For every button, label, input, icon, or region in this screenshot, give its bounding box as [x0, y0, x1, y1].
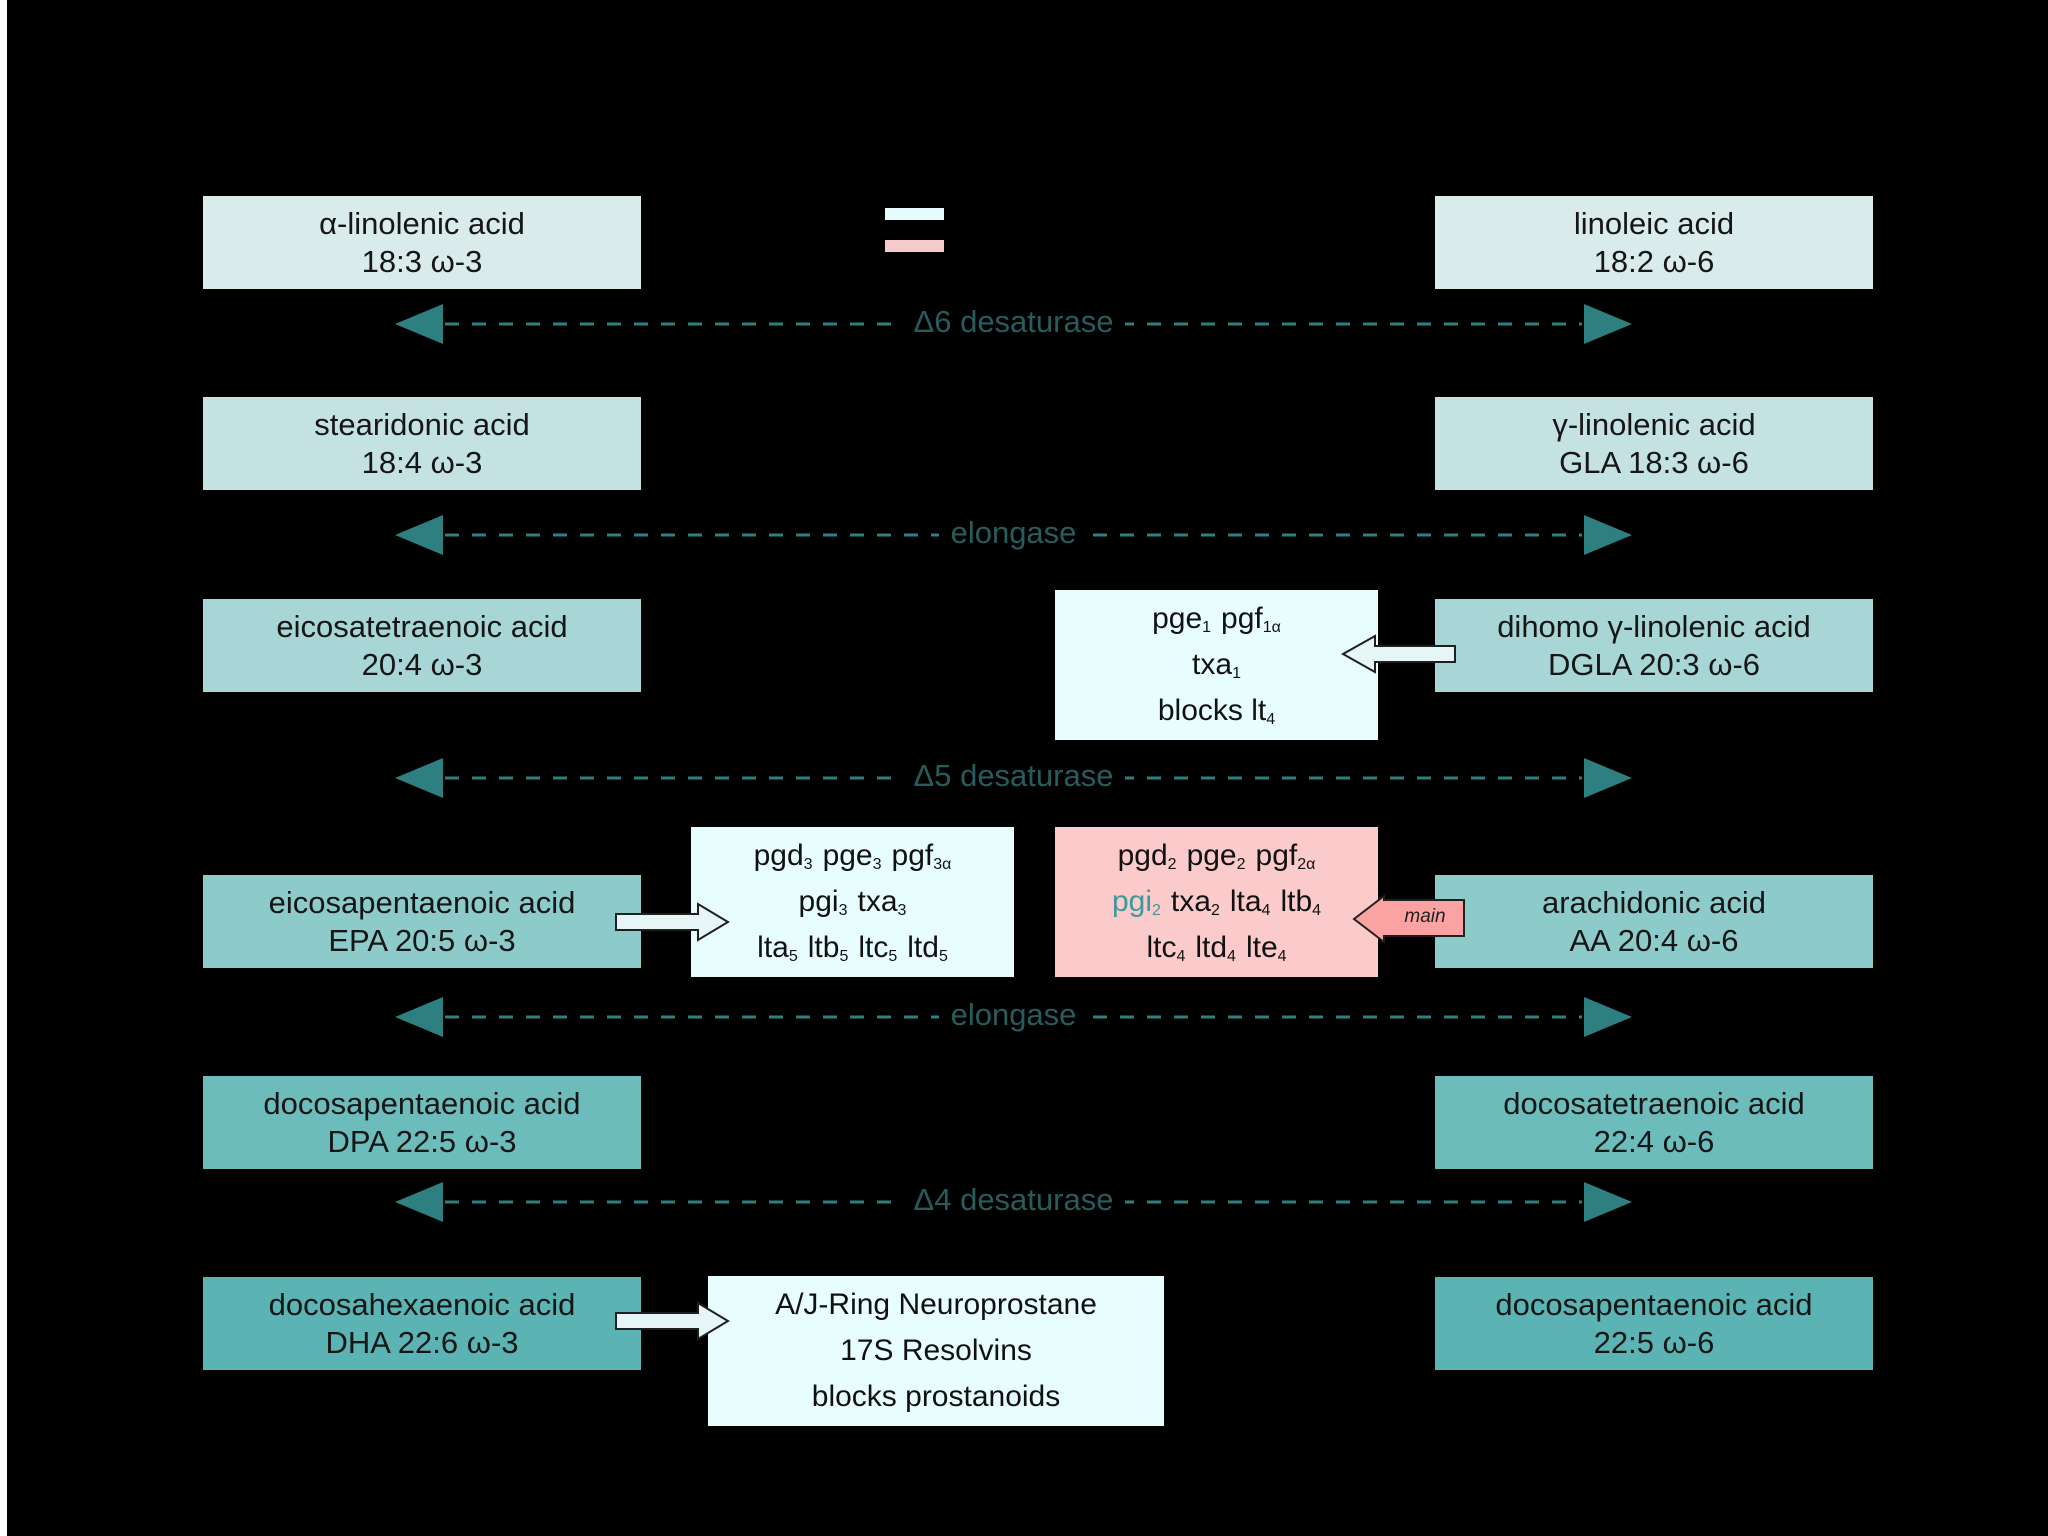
acid-formula: 22:5 ω-6: [1593, 1324, 1715, 1360]
product-item: txa3: [857, 885, 907, 919]
enzyme-label: Δ5 desaturase: [901, 758, 1126, 793]
enzyme-label: elongase: [938, 997, 1089, 1032]
product-item: pgf2α: [1255, 839, 1316, 873]
acid-formula: DPA 22:5 ω-3: [327, 1123, 517, 1159]
acid-box-omega3-3: eicosatetraenoic acid 20:4 ω-3: [203, 599, 641, 692]
product-line: pgd2 pge2 pgf2α: [1118, 833, 1316, 879]
product-item: ltd4: [1195, 931, 1236, 965]
acid-formula: 18:2 ω-6: [1593, 243, 1715, 279]
product-item: ltb4: [1280, 885, 1322, 919]
acid-formula: 20:4 ω-3: [361, 646, 483, 682]
enzyme-arrow-row: Δ4 desaturase: [395, 1177, 1632, 1227]
product-item: pgf3α: [891, 839, 952, 873]
product-item-highlight: pgi2: [1111, 885, 1161, 919]
dha-products-box: A/J-Ring Neuroprostane 17S Resolvins blo…: [708, 1276, 1164, 1426]
acid-box-omega3-6: docosahexaenoic acid DHA 22:6 ω-3: [203, 1277, 641, 1370]
product-line: ltc4 ltd4 lte4: [1146, 925, 1286, 971]
product-line: lta5 ltb5 ltc5 ltd5: [757, 925, 948, 971]
product-item: pge2: [1186, 839, 1246, 873]
dgla-products-box: pge1 pgf1α txa1 blocks lt4: [1055, 590, 1378, 740]
acid-name: eicosatetraenoic acid: [276, 608, 568, 644]
product-line: pgi3 txa3: [799, 879, 907, 925]
acid-box-omega6-6: docosapentaenoic acid 22:5 ω-6: [1435, 1277, 1873, 1370]
aa-main-arrow-icon: [1352, 893, 1465, 945]
legend-swatch-omega3: [885, 208, 944, 220]
main-pathway-label: main: [1404, 906, 1446, 927]
acid-formula: 18:3 ω-3: [361, 243, 483, 279]
enzyme-arrow-row: elongase: [395, 992, 1632, 1042]
product-item: blocks lt4: [1157, 694, 1276, 728]
epa-to-products-arrow-icon: [615, 902, 730, 942]
diagram-canvas: α-linolenic acid 18:3 ω-3 stearidonic ac…: [7, 0, 2048, 1536]
product-item: txa2: [1170, 885, 1220, 919]
acid-box-omega6-1: linoleic acid 18:2 ω-6: [1435, 196, 1873, 289]
product-item: pgd2: [1117, 839, 1177, 873]
enzyme-arrow-row: Δ5 desaturase: [395, 753, 1632, 803]
enzyme-arrow-row: Δ6 desaturase: [395, 299, 1632, 349]
acid-name: docosapentaenoic acid: [1495, 1286, 1813, 1322]
product-item: pge1: [1152, 602, 1212, 636]
product-line: txa1: [1192, 642, 1241, 688]
product-line: blocks lt4: [1158, 688, 1275, 734]
acid-name: α-linolenic acid: [319, 205, 525, 241]
product-line: pgd3 pge3 pgf3α: [754, 833, 952, 879]
acid-name: γ-linolenic acid: [1552, 406, 1756, 442]
acid-box-omega3-2: stearidonic acid 18:4 ω-3: [203, 397, 641, 490]
acid-name: docosapentaenoic acid: [263, 1085, 581, 1121]
product-line: pgi2 txa2 lta4 ltb4: [1112, 879, 1321, 925]
product-item: txa1: [1192, 648, 1241, 682]
enzyme-label: Δ6 desaturase: [901, 304, 1126, 339]
acid-formula: AA 20:4 ω-6: [1569, 922, 1739, 958]
acid-name: eicosapentaenoic acid: [268, 884, 576, 920]
acid-name: stearidonic acid: [314, 406, 530, 442]
acid-formula: GLA 18:3 ω-6: [1559, 444, 1749, 480]
acid-name: docosahexaenoic acid: [268, 1286, 576, 1322]
acid-name: dihomo γ-linolenic acid: [1497, 608, 1811, 644]
product-line: pge1 pgf1α: [1152, 596, 1281, 642]
acid-formula: 18:4 ω-3: [361, 444, 483, 480]
product-item: pgi3: [798, 885, 848, 919]
product-line: 17S Resolvins: [840, 1334, 1032, 1367]
acid-formula: 22:4 ω-6: [1593, 1123, 1715, 1159]
acid-box-omega3-4: eicosapentaenoic acid EPA 20:5 ω-3: [203, 875, 641, 968]
enzyme-arrow-row: elongase: [395, 510, 1632, 560]
epa-products-box: pgd3 pge3 pgf3α pgi3 txa3 lta5 ltb5 ltc5…: [691, 827, 1014, 977]
acid-name: linoleic acid: [1573, 205, 1735, 241]
acid-formula: DHA 22:6 ω-3: [325, 1324, 519, 1360]
acid-name: docosatetraenoic acid: [1503, 1085, 1805, 1121]
product-item: pgf1α: [1221, 602, 1281, 636]
product-line: blocks prostanoids: [811, 1380, 1061, 1413]
acid-box-omega3-5: docosapentaenoic acid DPA 22:5 ω-3: [203, 1076, 641, 1169]
acid-name: arachidonic acid: [1541, 884, 1767, 920]
acid-box-omega6-2: γ-linolenic acid GLA 18:3 ω-6: [1435, 397, 1873, 490]
enzyme-label: Δ4 desaturase: [901, 1182, 1126, 1217]
product-item: pgd3: [753, 839, 813, 873]
acid-box-omega6-4: arachidonic acid AA 20:4 ω-6: [1435, 875, 1873, 968]
product-item: pge3: [822, 839, 882, 873]
product-item: ltb5: [807, 931, 849, 965]
product-item: ltc5: [858, 931, 898, 965]
product-item: lta4: [1229, 885, 1271, 919]
legend-swatch-omega6: [885, 240, 944, 252]
acid-formula: EPA 20:5 ω-3: [328, 922, 516, 958]
acid-formula: DGLA 20:3 ω-6: [1547, 646, 1761, 682]
enzyme-label: elongase: [938, 515, 1089, 550]
dgla-to-products-arrow-icon: [1340, 634, 1456, 674]
product-item: ltd5: [907, 931, 948, 965]
product-item: ltc4: [1146, 931, 1186, 965]
acid-box-omega3-1: α-linolenic acid 18:3 ω-3: [203, 196, 641, 289]
dha-to-products-arrow-icon: [615, 1301, 730, 1341]
product-item: lte4: [1245, 931, 1287, 965]
product-line: A/J-Ring Neuroprostane: [775, 1288, 1097, 1321]
acid-box-omega6-3: dihomo γ-linolenic acid DGLA 20:3 ω-6: [1435, 599, 1873, 692]
aa-products-box: pgd2 pge2 pgf2α pgi2 txa2 lta4 ltb4 ltc4…: [1055, 827, 1378, 977]
acid-box-omega6-5: docosatetraenoic acid 22:4 ω-6: [1435, 1076, 1873, 1169]
product-item: lta5: [757, 931, 798, 965]
